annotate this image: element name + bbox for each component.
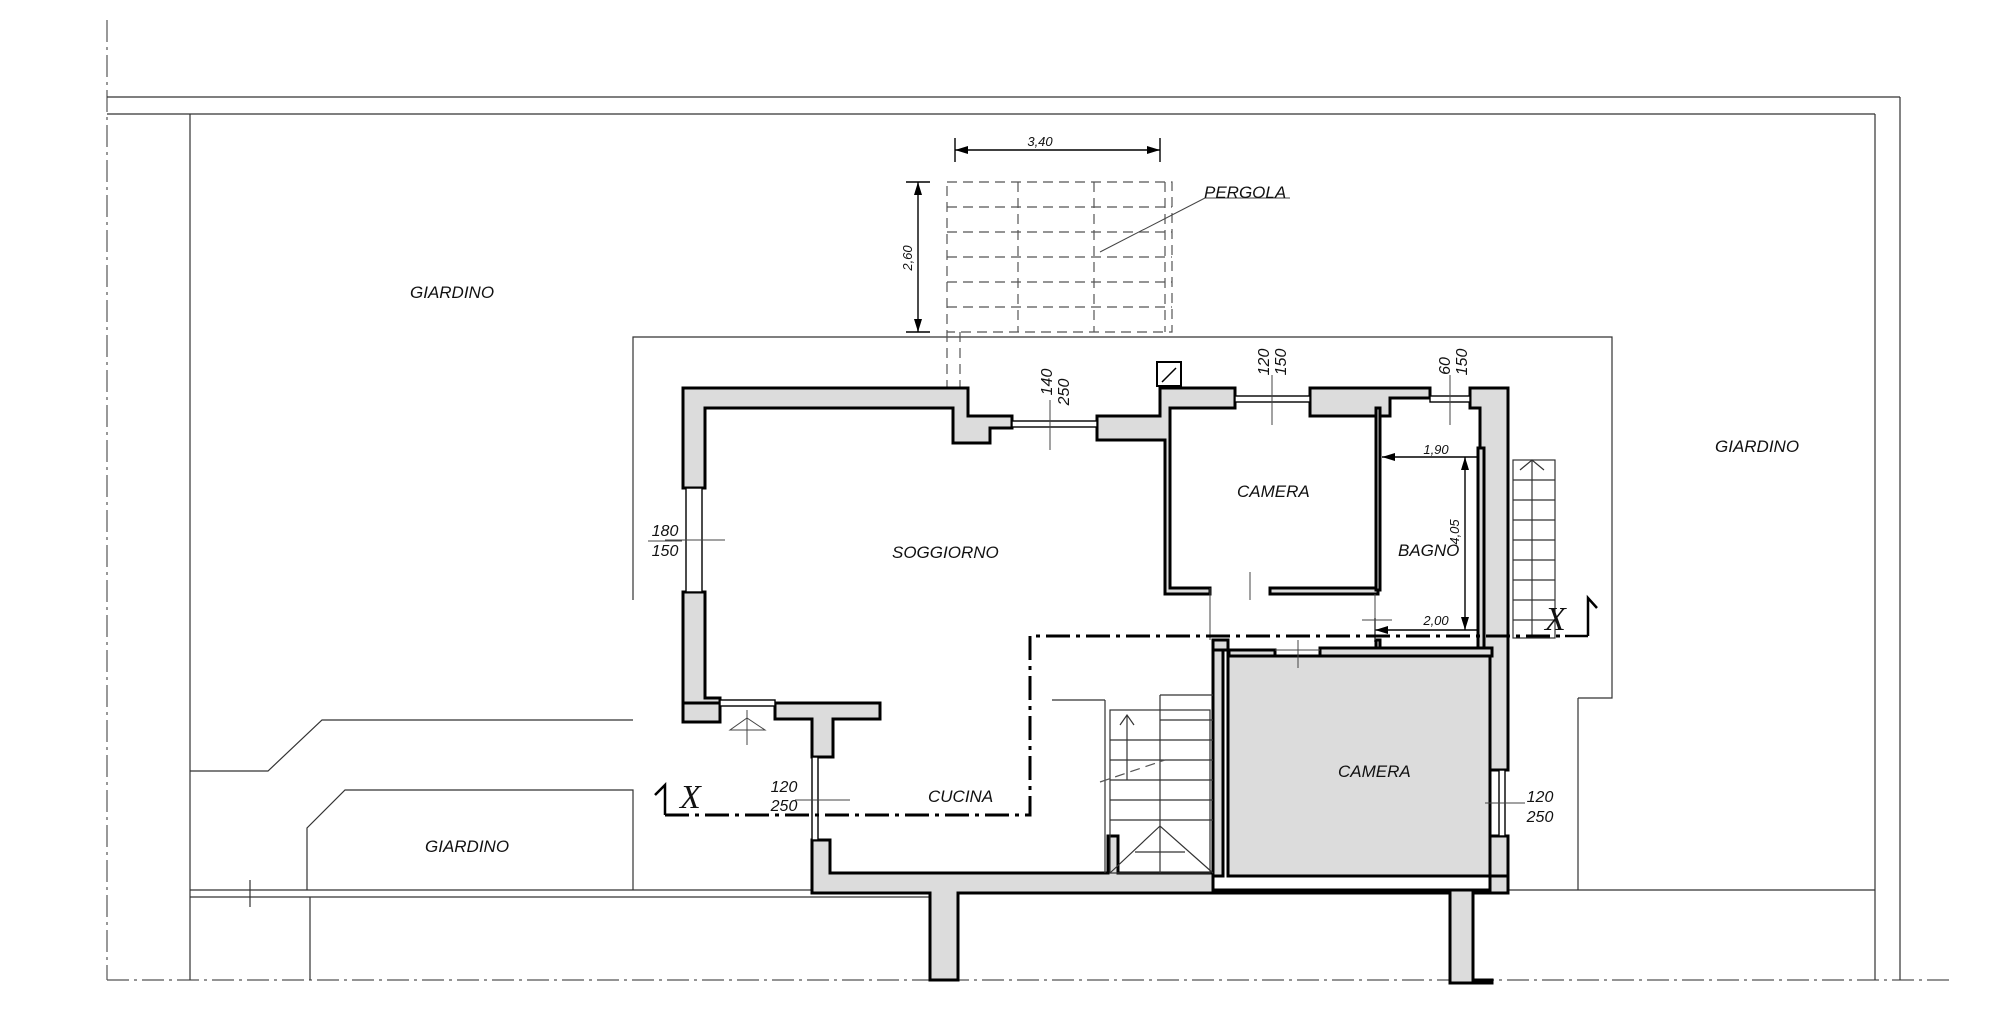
top-door-height: 250 [1056,379,1073,407]
opening-labels: 140 250 120 150 60 150 180 150 120 250 1… [648,349,1553,826]
section-mark-right: X [1543,601,1567,638]
dimension-labels: 3,40 2,60 1,90 4,05 2,00 [900,134,1462,628]
dim-bagno-height: 4,05 [1447,519,1462,545]
dim-bagno-width-top: 1,90 [1423,442,1449,457]
top-door-width: 140 [1039,369,1056,396]
stairs [1052,459,1556,874]
room-label-bagno: BAGNO [1398,541,1459,560]
camera-top-window-height: 150 [1273,349,1290,376]
bagno-window-height: 150 [1454,349,1471,376]
openings [665,375,1525,841]
bagno-window-width: 60 [1437,357,1454,375]
room-label-cucina: CUCINA [928,787,993,806]
room-label-giardino-top: GIARDINO [410,283,494,302]
room-label-camera-top: CAMERA [1237,482,1310,501]
soggiorno-window-height: 150 [652,543,679,560]
room-label-soggiorno: SOGGIORNO [892,543,999,562]
site-outline [106,20,1950,981]
dim-pergola-depth: 2,60 [900,245,915,272]
room-label-giardino-bottom: GIARDINO [425,837,509,856]
camera-bottom-window-height: 250 [1526,809,1554,826]
camera-bottom-window-width: 120 [1527,789,1554,806]
cucina-window-height: 250 [770,798,798,815]
camera-top-window-width: 120 [1256,349,1273,376]
cucina-window-width: 120 [771,779,798,796]
pergola-label: PERGOLA [1204,183,1286,202]
room-label-giardino-right: GIARDINO [1715,437,1799,456]
room-labels: GIARDINO GIARDINO GIARDINO SOGGIORNO CAM… [410,283,1799,856]
pergola-grid [946,181,1290,395]
section-line [654,594,1598,817]
section-mark-left: X [678,779,702,816]
walls [681,361,1510,985]
dim-pergola-width: 3,40 [1027,134,1053,149]
dim-bagno-width-bottom: 2,00 [1422,613,1449,628]
room-label-camera-bottom: CAMERA [1338,762,1411,781]
soggiorno-window-width: 180 [652,523,679,540]
